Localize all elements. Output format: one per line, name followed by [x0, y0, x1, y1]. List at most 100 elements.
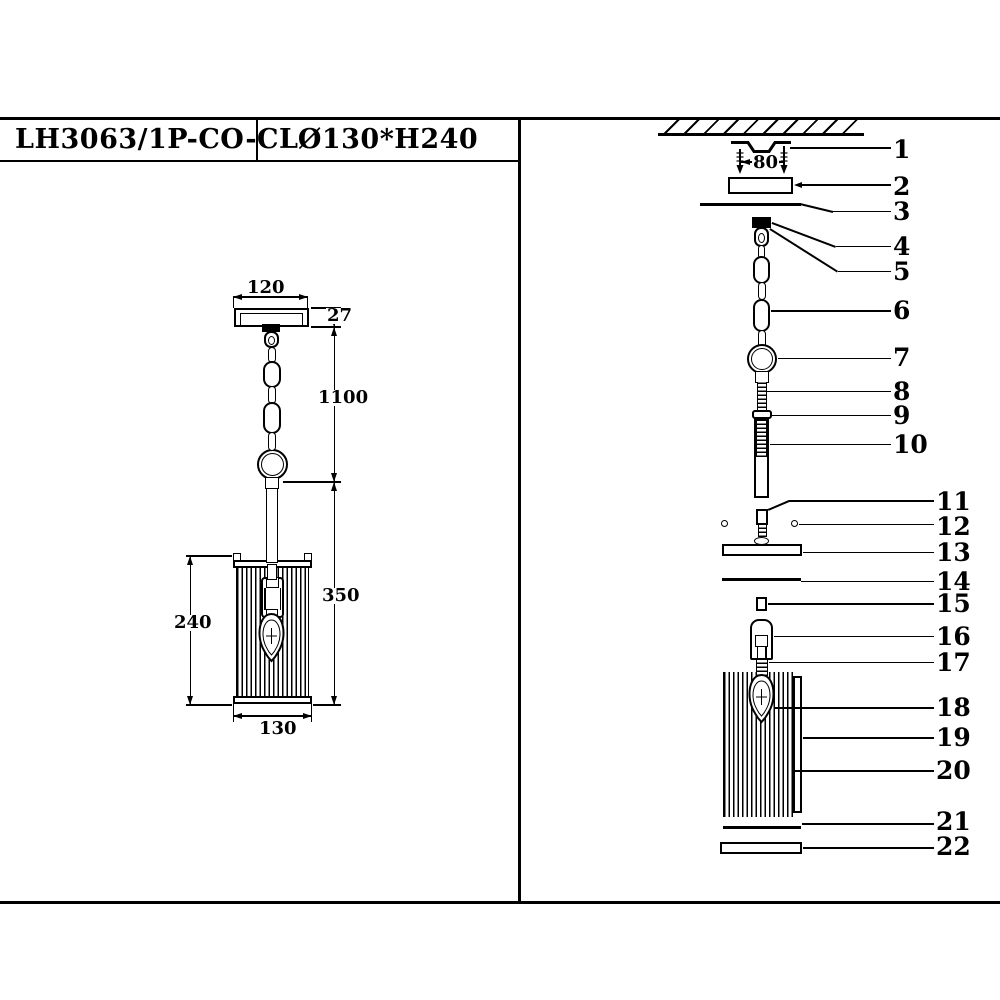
part-threaded-rod: [756, 382, 767, 412]
dim-arrow: [331, 473, 337, 482]
leader-line-21: [802, 823, 934, 825]
canopy-inner-step: [240, 313, 303, 327]
part-small-block: [755, 597, 767, 611]
dim-120-ext-right: [306, 296, 308, 308]
dim-ext-canopy-top: [311, 307, 341, 309]
part-socket-cup-line-right: [765, 647, 767, 659]
part-bottom-plate: [719, 842, 802, 854]
leader-line-8: [767, 390, 891, 392]
mounting-screw-left: [736, 149, 744, 174]
dim-arrow: [303, 713, 312, 719]
ceiling-line: [658, 133, 864, 136]
leader-line-17: [769, 661, 934, 663]
dim-80-label: 80: [752, 152, 780, 173]
canopy-loop-hole: [268, 336, 275, 345]
part-screw-hole-right: [790, 519, 798, 527]
leader-line-2: [800, 184, 891, 186]
callout-label-2: 2: [893, 172, 911, 201]
part-socket-cup-inner: [755, 635, 768, 647]
leader-line-15: [768, 603, 934, 605]
dim-240-label: 240: [173, 612, 213, 633]
socket-housing-line-left: [264, 588, 266, 610]
title-block-bottom-line: [0, 160, 520, 162]
callout-label-6: 6: [893, 296, 911, 325]
ring-collar: [265, 477, 279, 489]
part-gasket-line: [722, 578, 801, 581]
part-loop-hole: [758, 233, 765, 243]
callout-label-20: 20: [936, 756, 971, 785]
dim-350-label: 350: [321, 585, 361, 606]
leader-line-9: [772, 414, 891, 416]
socket-housing-line-right: [279, 588, 281, 610]
dim-27-label: 27: [326, 305, 354, 326]
leader-line-7: [778, 357, 891, 359]
dim-1100-label: 1100: [317, 387, 370, 408]
candle-bulb-exploded: [748, 673, 775, 724]
dim-130-line: [233, 715, 312, 717]
frame-bottom-line: [0, 901, 1000, 904]
leader-line-4: [836, 245, 891, 247]
title-block-divider-line: [256, 117, 258, 162]
ceiling-hatch: [660, 120, 862, 134]
leader-arrow-2: [794, 182, 802, 188]
leader-line-5: [838, 270, 891, 272]
callout-label-19: 19: [936, 723, 971, 752]
callout-label-11: 11: [936, 487, 971, 516]
callout-label-12: 12: [936, 512, 971, 541]
callout-label-18: 18: [936, 693, 971, 722]
callout-label-5: 5: [893, 257, 911, 286]
part-cover-line: [700, 203, 801, 206]
leader-line-11: [789, 500, 934, 502]
leader-line-1: [790, 147, 891, 149]
callout-label-8: 8: [893, 377, 911, 406]
part-bottom-gasket-line: [722, 826, 801, 829]
callout-label-22: 22: [936, 832, 971, 861]
dim-arrow: [187, 696, 193, 705]
dim-ext-shade-bottom-right: [313, 704, 341, 706]
part-socket-thread: [756, 659, 768, 676]
dim-120-ext-left: [232, 296, 234, 308]
leader-line-22: [803, 847, 934, 849]
dim-arrow: [187, 556, 193, 565]
dim-130-label: 130: [258, 718, 298, 739]
frame-top-line: [0, 117, 1000, 120]
leader-line-14: [801, 580, 934, 582]
leader-line-16: [774, 635, 934, 637]
leader-line-3: [833, 210, 891, 212]
callout-label-10: 10: [893, 430, 928, 459]
shade-right-panel: [793, 676, 802, 813]
part-top-plate: [722, 544, 802, 556]
chain-connector: [268, 432, 276, 451]
dim-arrow: [331, 696, 337, 705]
callout-label-3: 3: [893, 197, 911, 226]
leader-line-20: [794, 770, 934, 772]
hanging-rod-lower: [267, 564, 277, 580]
dim-arrow: [233, 294, 242, 300]
shade-bottom-rim: [233, 696, 312, 704]
callout-label-4: 4: [893, 232, 911, 261]
part-nipple-thread: [757, 524, 767, 537]
callout-label-13: 13: [936, 538, 971, 567]
center-divider-line: [518, 117, 521, 903]
leader-line-12: [799, 523, 934, 525]
dim-arrow: [331, 482, 337, 491]
mounting-bracket: [731, 141, 791, 153]
leader-line-6: [771, 310, 891, 312]
callout-label-14: 14: [936, 567, 971, 596]
callout-label-7: 7: [893, 343, 911, 372]
dim-arrow: [299, 294, 308, 300]
dim-vertical-line: [333, 308, 335, 705]
leader-line-18: [774, 707, 934, 709]
leader-line-13: [803, 551, 934, 553]
part-tube-inner-thread: [756, 420, 767, 457]
dim-120-label: 120: [246, 277, 286, 298]
dim-120-line: [233, 296, 308, 298]
leader-line-19: [803, 737, 934, 739]
canopy-stem-cap: [262, 324, 280, 332]
callout-label-21: 21: [936, 807, 971, 836]
part-ring-inner: [751, 348, 773, 370]
callout-label-9: 9: [893, 401, 911, 430]
dim-ext-shade-bottom-left: [186, 704, 232, 706]
